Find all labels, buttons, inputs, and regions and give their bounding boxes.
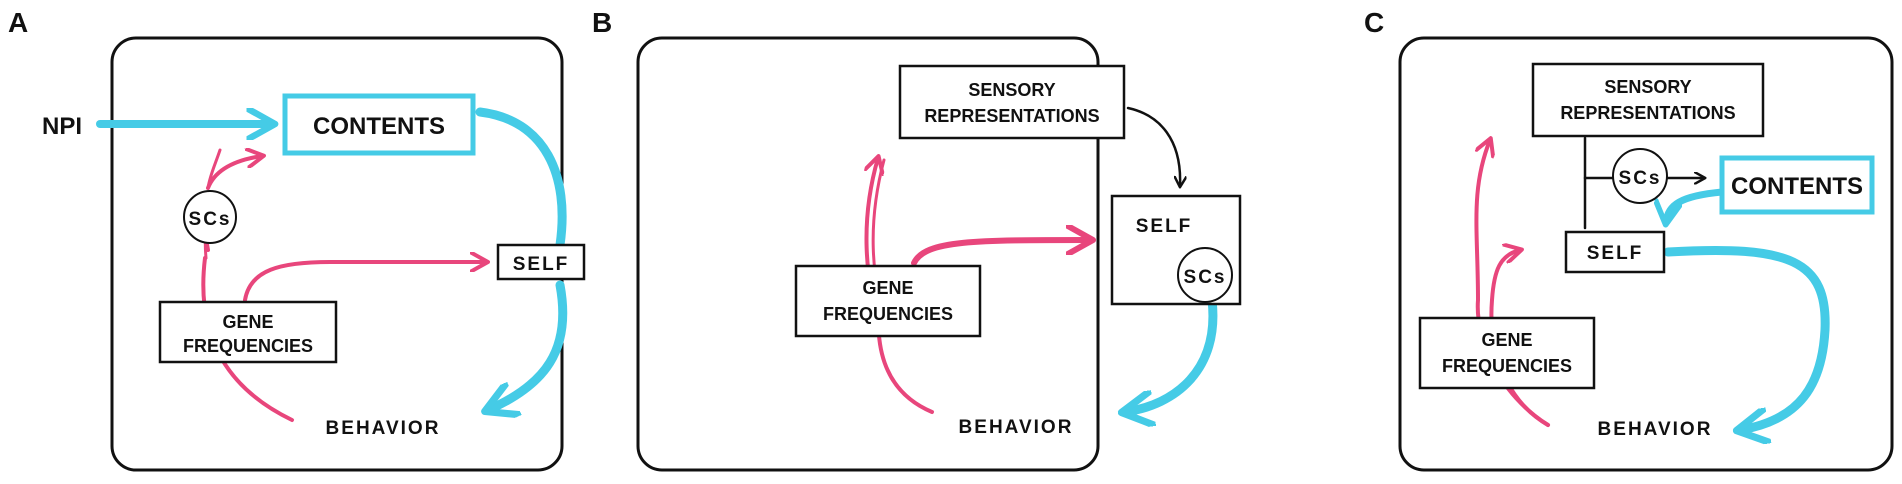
gene-label-line2: FREQUENCIES bbox=[1442, 356, 1572, 376]
scs-circle bbox=[1612, 148, 1668, 204]
pink-arrow-gene-to-self bbox=[243, 262, 486, 302]
panel-letter-a: A bbox=[8, 7, 28, 38]
sensory-label-line1: SENSORY bbox=[1604, 77, 1691, 97]
npi-label: NPI bbox=[42, 113, 82, 140]
gene-label-line2: FREQUENCIES bbox=[183, 336, 313, 356]
panel-letter-b: B bbox=[592, 7, 612, 38]
scs-label: SCs bbox=[1184, 267, 1227, 288]
pink-line-scs-up bbox=[206, 148, 222, 190]
sensory-label-line1: SENSORY bbox=[968, 80, 1055, 100]
black-arrow-sensory-to-self bbox=[1126, 106, 1180, 186]
gene-label-line1: GENE bbox=[862, 278, 913, 298]
pink-arrow-behavior-to-self bbox=[1489, 250, 1550, 427]
gene-frequencies-box bbox=[1418, 316, 1596, 390]
scs-circle bbox=[1177, 247, 1233, 303]
contents-box bbox=[282, 93, 476, 156]
gene-label-line1: GENE bbox=[1481, 330, 1532, 350]
self-box bbox=[496, 243, 586, 281]
sensory-label-line2: REPRESENTATIONS bbox=[1560, 103, 1735, 123]
behavior-label: BEHAVIOR bbox=[1598, 419, 1713, 440]
behavior-label: BEHAVIOR bbox=[959, 417, 1074, 438]
gene-label-line2: FREQUENCIES bbox=[823, 304, 953, 324]
contents-box bbox=[1719, 155, 1875, 215]
self-box bbox=[1564, 230, 1666, 274]
cyan-arrow-self-to-behavior bbox=[488, 280, 568, 410]
sensory-representations-box bbox=[1531, 62, 1765, 138]
cyan-arrow-self-to-behavior bbox=[1125, 295, 1218, 412]
scs-circle bbox=[183, 190, 237, 244]
cyan-arrow-self-to-behavior bbox=[1663, 245, 1830, 430]
panel-b: B SENSORY REPRESENTATIONS SELF SCs GENE … bbox=[592, 7, 1242, 472]
panel-c: C SENSORY REPRESENTATIONS SCs CONTENTS S… bbox=[1364, 7, 1894, 472]
self-label: SELF bbox=[1136, 216, 1193, 237]
panel-a: A CONTENTS NPI SCs SELF GENE FREQUENCIES… bbox=[8, 7, 586, 472]
gene-label-line1: GENE bbox=[222, 312, 273, 332]
gene-frequencies-box bbox=[158, 300, 338, 364]
pink-arrow-gene-to-self bbox=[911, 240, 1090, 266]
panel-letter-c: C bbox=[1364, 7, 1384, 38]
contents-label: CONTENTS bbox=[313, 113, 445, 140]
scs-label: SCs bbox=[189, 209, 232, 230]
contents-label: CONTENTS bbox=[1731, 173, 1863, 200]
sensory-label-line2: REPRESENTATIONS bbox=[924, 106, 1099, 126]
behavior-label: BEHAVIOR bbox=[326, 418, 441, 439]
cyan-arrow-contents-to-self bbox=[1666, 188, 1726, 222]
self-label: SELF bbox=[513, 254, 570, 275]
gene-frequencies-box bbox=[794, 264, 982, 338]
sensory-representations-box bbox=[898, 64, 1126, 140]
self-label: SELF bbox=[1587, 243, 1644, 264]
cyan-curve-contents-to-self bbox=[475, 107, 567, 250]
scs-label: SCs bbox=[1619, 168, 1662, 189]
